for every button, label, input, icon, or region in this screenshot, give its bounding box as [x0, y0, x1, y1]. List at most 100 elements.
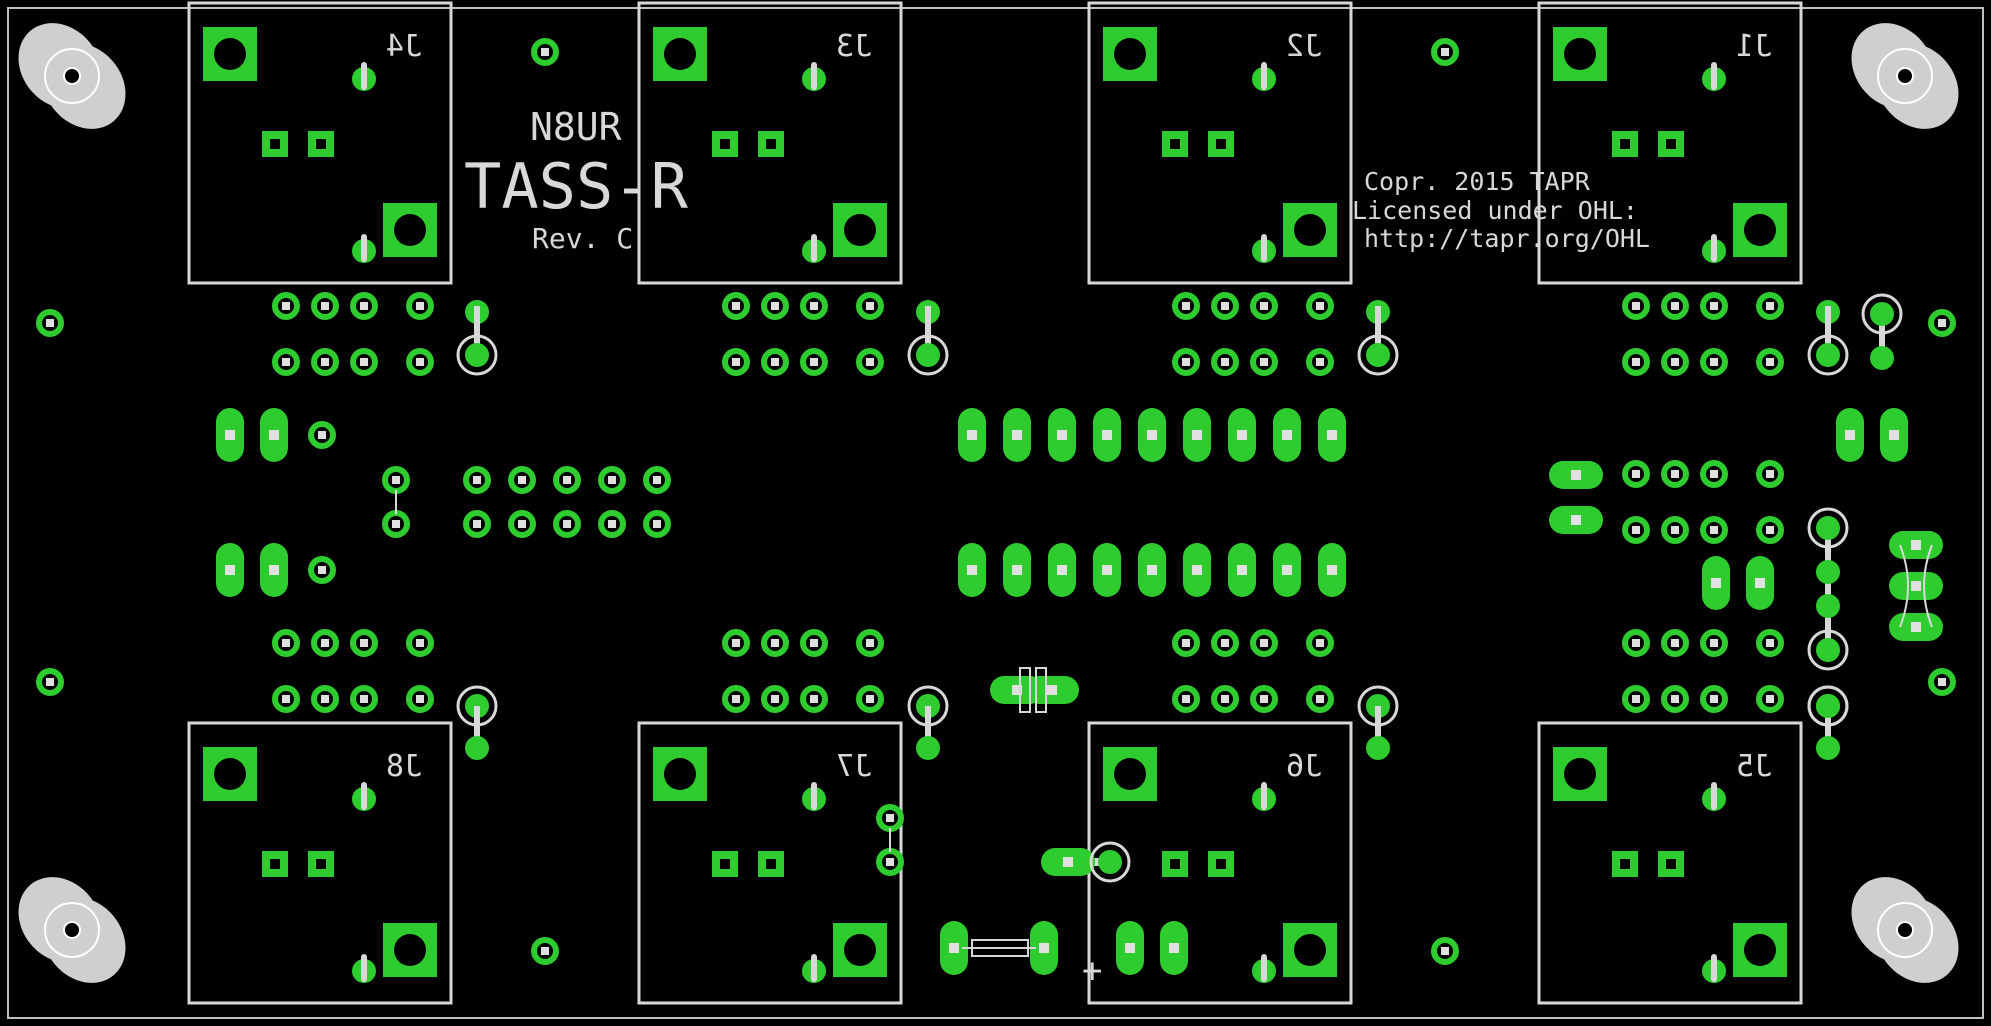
ring-pad [308, 556, 336, 584]
component-outline [1807, 507, 1849, 549]
pad-drill-mark [1260, 358, 1268, 366]
pad-drill-mark [1671, 695, 1679, 703]
ring-pad [406, 292, 434, 320]
ring-pad [311, 292, 339, 320]
connector-small-drill [316, 139, 326, 149]
pad-drill-mark [541, 48, 549, 56]
pad-drill-mark [1039, 943, 1049, 953]
ring-pad [856, 629, 884, 657]
connector-small-drill [720, 859, 730, 869]
ring-pad [1306, 292, 1334, 320]
connector-j8: J8 [187, 721, 453, 1005]
connector-small-drill [1666, 139, 1676, 149]
connector-ref-label: J4 [386, 29, 422, 64]
connector-outline [187, 721, 453, 1005]
ring-pad [406, 629, 434, 657]
connector-drill [1294, 214, 1326, 246]
pad-drill-mark [416, 302, 424, 310]
license-block: Copr. 2015 TAPR Licensed under OHL: http… [1352, 167, 1650, 253]
connector-outline [187, 1, 453, 285]
connector-small-drill [1170, 139, 1180, 149]
ring-pad [643, 466, 671, 494]
ring-pad [1622, 460, 1650, 488]
connector-small-drill [1620, 859, 1630, 869]
via-pad [916, 343, 940, 367]
ring-pad [800, 292, 828, 320]
pad-drill-mark [360, 358, 368, 366]
ring-pad [722, 629, 750, 657]
connector-drill [214, 38, 246, 70]
pad-drill-mark [1102, 565, 1112, 575]
ring-pad [1622, 629, 1650, 657]
board-outline [7, 7, 1984, 1019]
ring-pad [350, 292, 378, 320]
connector-j2: J2 [1087, 1, 1353, 285]
component-outline [1861, 293, 1903, 335]
pad-drill-mark [563, 520, 571, 528]
ring-pad [1700, 685, 1728, 713]
ring-pad [800, 348, 828, 376]
mounting-hole-drill [1896, 921, 1914, 939]
pad-drill-mark [967, 430, 977, 440]
ring-pad [1661, 516, 1689, 544]
ring-pad [311, 629, 339, 657]
ring-pad [1211, 348, 1239, 376]
ring-pad [553, 510, 581, 538]
pad-drill-mark [1221, 639, 1229, 647]
pad-drill-mark [1671, 526, 1679, 534]
pad-drill-mark [608, 520, 616, 528]
pad-drill-mark [269, 430, 279, 440]
component-outline [1357, 334, 1399, 376]
pad-drill-mark [1012, 565, 1022, 575]
pad-drill-mark [1282, 565, 1292, 575]
pad-drill-mark [518, 520, 526, 528]
ring-pad [406, 348, 434, 376]
via-pad [465, 736, 489, 760]
connector-drill [1744, 214, 1776, 246]
via-pad [1098, 850, 1122, 874]
connector-outline [637, 1, 903, 285]
ring-pad [1211, 292, 1239, 320]
pad-drill-mark [810, 695, 818, 703]
connector-small-drill [1170, 859, 1180, 869]
component-outline [1089, 841, 1131, 883]
connector-drill [844, 214, 876, 246]
ring-pad [1700, 629, 1728, 657]
pad-drill-mark [771, 695, 779, 703]
connector-j7: J7 [637, 721, 903, 1005]
pad-drill-mark [282, 302, 290, 310]
pad-drill-mark [1671, 470, 1679, 478]
pad-drill-mark [1938, 678, 1946, 686]
pad-drill-mark [321, 302, 329, 310]
ring-pad [1700, 516, 1728, 544]
ring-pad [311, 685, 339, 713]
capacitor-outline [1019, 667, 1031, 713]
pad-drill-mark [392, 520, 400, 528]
ring-pad [761, 348, 789, 376]
pad-drill-mark [318, 431, 326, 439]
pad-drill-mark [866, 358, 874, 366]
connector-ref-label: J7 [836, 749, 872, 784]
pad-drill-mark [1755, 578, 1765, 588]
edge-via [1928, 668, 1956, 696]
mounting-hole [18, 23, 126, 129]
connector-drill [664, 758, 696, 790]
pad-drill-mark [1316, 639, 1324, 647]
pad-field [36, 38, 1956, 975]
pad-drill-mark [1147, 565, 1157, 575]
ring-pad [1622, 685, 1650, 713]
connector-drill [1744, 934, 1776, 966]
connector-ref-label: J5 [1736, 749, 1772, 784]
ring-pad [1661, 460, 1689, 488]
pad-drill-mark [1766, 470, 1774, 478]
connector-drill [214, 758, 246, 790]
via-pad [1816, 516, 1840, 540]
ring-pad [1306, 629, 1334, 657]
pad-drill-mark [1316, 302, 1324, 310]
connector-drill [394, 214, 426, 246]
ring-pad [1622, 516, 1650, 544]
component-outline [456, 685, 498, 727]
mounting-hole [1851, 23, 1959, 129]
via-pad [1870, 346, 1894, 370]
